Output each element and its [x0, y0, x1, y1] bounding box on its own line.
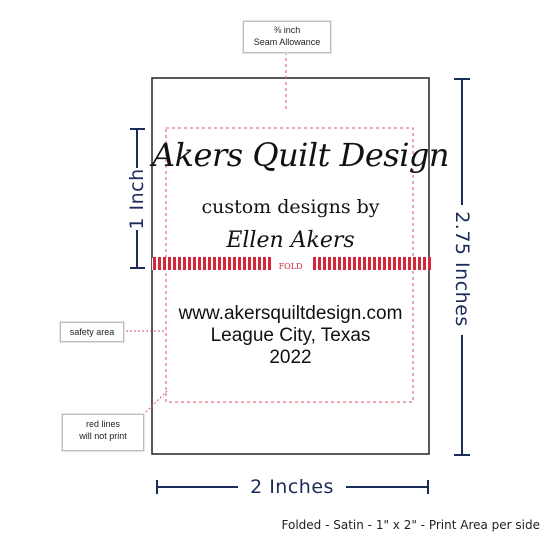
- fold-tick: [388, 257, 391, 270]
- tagline: custom designs by: [201, 196, 380, 218]
- fold-tick: [423, 257, 426, 270]
- fold-tick: [378, 257, 381, 270]
- fold-tick: [408, 257, 411, 270]
- seam-size-text: ⅜ inch: [273, 25, 301, 35]
- fold-tick: [343, 257, 346, 270]
- fold-tick: [223, 257, 226, 270]
- fold-tick: [208, 257, 211, 270]
- fold-tick: [383, 257, 386, 270]
- fold-tick: [338, 257, 341, 270]
- fold-height-dimension: [130, 128, 145, 269]
- fold-tick: [243, 257, 246, 270]
- fold-tick: [213, 257, 216, 270]
- fold-tick: [353, 257, 356, 270]
- fold-tick: [233, 257, 236, 270]
- red-lines-callout: red lines will not print: [62, 414, 144, 451]
- seam-allowance-callout: ⅜ inch Seam Allowance: [243, 21, 331, 53]
- brand-name: Akers Quilt Design: [152, 136, 450, 174]
- fold-tick: [248, 257, 251, 270]
- red-lines-callout-leader: [142, 389, 169, 416]
- fold-tick: [173, 257, 176, 270]
- will-not-print-text: will not print: [79, 431, 127, 441]
- fold-tick: [238, 257, 241, 270]
- fold-tick: [323, 257, 326, 270]
- safety-area-text: safety area: [69, 327, 115, 337]
- fold-tick: [428, 257, 431, 270]
- fold-tick: [258, 257, 261, 270]
- fold-tick: [163, 257, 166, 270]
- fold-tick: [418, 257, 421, 270]
- footer-caption: Folded - Satin - 1" x 2" - Print Area pe…: [281, 518, 540, 532]
- fold-tick: [313, 257, 316, 270]
- fold-tick: [403, 257, 406, 270]
- width-label: 2 Inches: [250, 476, 334, 498]
- designer-name: Ellen Akers: [226, 228, 355, 253]
- fold-tick: [358, 257, 361, 270]
- location: League City, Texas: [210, 325, 371, 346]
- fold-tick: [268, 257, 271, 270]
- red-lines-text: red lines: [85, 419, 121, 429]
- total-height-label: 2.75 Inches: [451, 211, 473, 327]
- fold-tick: [373, 257, 376, 270]
- fold-tick: [393, 257, 396, 270]
- fold-ticks: [152, 257, 431, 270]
- label-content: Akers Quilt Design custom designs by Ell…: [152, 78, 450, 454]
- fold-tick: [318, 257, 321, 270]
- fold-tick: [398, 257, 401, 270]
- fold-label: FOLD: [278, 262, 303, 271]
- fold-tick: [178, 257, 181, 270]
- fold-tick: [363, 257, 366, 270]
- fold-tick: [193, 257, 196, 270]
- fold-tick: [198, 257, 201, 270]
- year: 2022: [269, 347, 312, 368]
- seam-label-text: Seam Allowance: [253, 37, 321, 47]
- fold-tick: [218, 257, 221, 270]
- fold-tick: [228, 257, 231, 270]
- fold-height-label: 1 Inch: [126, 168, 148, 230]
- fold-tick: [158, 257, 161, 270]
- fold-tick: [413, 257, 416, 270]
- safety-area-callout: safety area: [60, 322, 124, 342]
- fold-tick: [188, 257, 191, 270]
- fold-tick: [333, 257, 336, 270]
- fold-tick: [153, 257, 156, 270]
- fold-tick: [183, 257, 186, 270]
- total-height-dimension: [454, 78, 470, 456]
- fold-tick: [263, 257, 266, 270]
- website: www.akersquiltdesign.com: [178, 303, 403, 324]
- fold-tick: [328, 257, 331, 270]
- fold-tick: [368, 257, 371, 270]
- fold-tick: [253, 257, 256, 270]
- fold-tick: [348, 257, 351, 270]
- fold-tick: [203, 257, 206, 270]
- width-dimension: [156, 480, 429, 494]
- fold-tick: [168, 257, 171, 270]
